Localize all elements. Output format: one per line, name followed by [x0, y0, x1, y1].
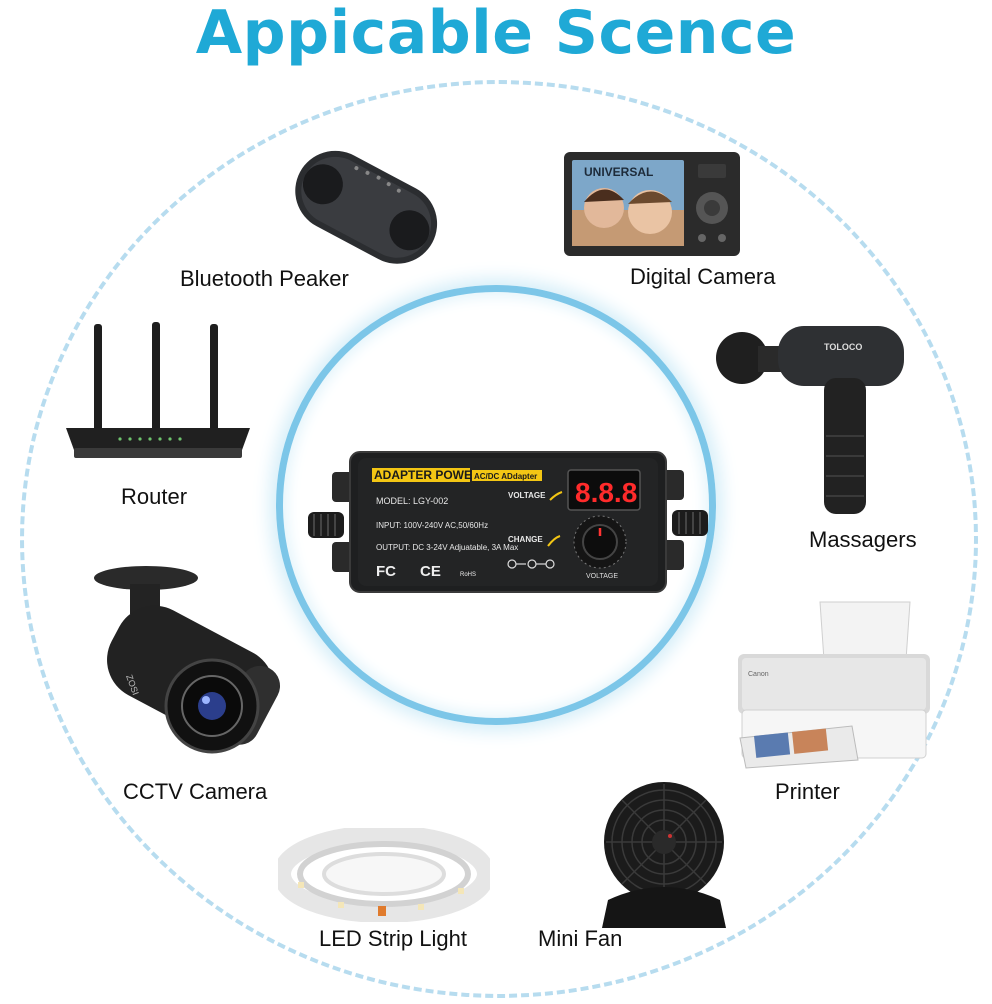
cctv-image: ZOSI — [94, 566, 281, 754]
fan-image — [602, 782, 726, 928]
adapter-voltage-arrow-label: VOLTAGE — [508, 491, 546, 500]
camera-screen-text: UNIVERSAL — [584, 165, 653, 179]
knob-label: VOLTAGE — [586, 573, 618, 580]
adapter-input: INPUT: 100V-240V AC,50/60Hz — [376, 521, 488, 530]
ce-mark: CE — [420, 563, 441, 580]
rohs-mark: RoHS — [460, 572, 476, 578]
speaker-image — [295, 150, 438, 264]
label-router: Router — [121, 484, 188, 509]
printer-image: Canon — [738, 601, 930, 769]
inner-glow-ring — [276, 285, 716, 725]
label-mini-fan: Mini Fan — [538, 926, 623, 951]
label-bluetooth-speaker: Bluetooth Peaker — [180, 266, 349, 291]
page-title: Appicable Scence — [195, 0, 797, 68]
camera-image: UNIVERSAL — [564, 152, 740, 256]
outer-dashed-ring — [20, 80, 978, 998]
label-led-strip: LED Strip Light — [319, 926, 467, 951]
massager-brand: TOLOCO — [824, 342, 862, 352]
label-digital-camera: Digital Camera — [630, 264, 776, 289]
label-massagers: Massagers — [809, 527, 917, 552]
massage-gun-image: TOLOCO — [716, 326, 904, 514]
adapter-output: OUTPUT: DC 3-24V Adjuatable, 3A Max — [376, 543, 518, 552]
adapter-model: MODEL: LGY-002 — [376, 496, 448, 506]
router-image — [66, 322, 250, 458]
power-adapter-image: ADAPTER POWER AC/DC ADdapter MODEL: LGY-… — [308, 451, 708, 593]
adapter-brand-label: ADAPTER POWER — [374, 468, 481, 482]
adapter-change-label: CHANGE — [508, 535, 543, 544]
label-printer: Printer — [775, 779, 840, 804]
voltage-display: 8.8.8 — [575, 477, 637, 508]
led-strip-image — [278, 828, 490, 922]
printer-brand: Canon — [748, 671, 769, 678]
label-cctv-camera: CCTV Camera — [123, 779, 268, 804]
adapter-badge: AC/DC ADdapter — [474, 472, 537, 481]
fc-mark: FC — [376, 563, 396, 580]
